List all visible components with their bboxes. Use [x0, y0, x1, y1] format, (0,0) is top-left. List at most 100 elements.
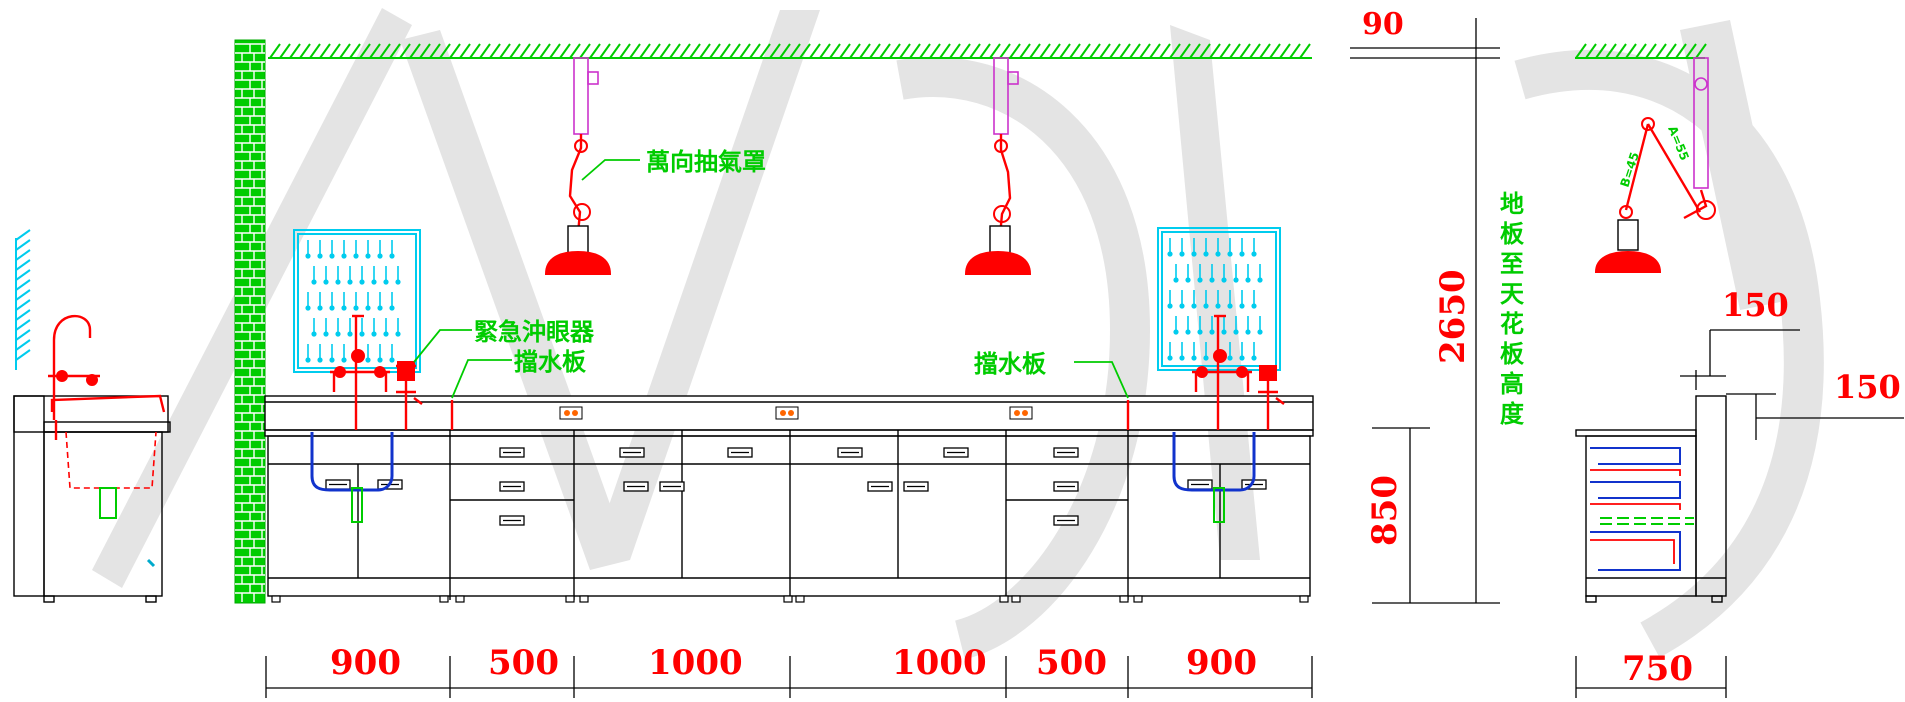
wall-hatch-mark — [15, 289, 31, 301]
ceiling-hatch-mark — [949, 43, 961, 59]
rack-peg-tip — [1221, 277, 1227, 283]
rack-peg-tip — [335, 331, 341, 337]
eye-wash-label: 緊急沖眼器 — [474, 318, 595, 346]
ceiling-hatch-mark — [609, 43, 621, 59]
rack-peg-tip — [1185, 329, 1191, 335]
cabinet-foot — [795, 595, 805, 603]
ceiling-hatch-mark — [389, 43, 401, 59]
ceiling-hatch-mark — [559, 43, 571, 59]
dim-150-top: 150 — [1722, 286, 1789, 324]
ceiling-hatch-mark — [1665, 43, 1677, 59]
ceiling-hatch-mark — [1169, 43, 1181, 59]
ceiling-hatch-mark — [999, 43, 1011, 59]
cabinet-foot — [455, 595, 465, 603]
ceiling-hatch-mark — [789, 43, 801, 59]
ceiling-hatch-mark — [649, 43, 661, 59]
ceiling-hatch-mark — [1139, 43, 1151, 59]
ceiling-hatch-mark — [1695, 43, 1707, 59]
rack-peg-tip — [347, 331, 353, 337]
rack-peg-tip — [359, 331, 365, 337]
ceiling-hatch-mark — [409, 43, 421, 59]
rack-peg-tip — [1245, 277, 1251, 283]
ceiling-hatch-mark — [629, 43, 641, 59]
rack-peg-tip — [1257, 329, 1263, 335]
ceiling-hatch-mark — [269, 43, 281, 59]
wall-hatch-mark — [15, 269, 31, 281]
rack-peg-tip — [365, 305, 371, 311]
ceiling-hatch-mark — [1069, 43, 1081, 59]
ceiling-hatch-mark — [1249, 43, 1261, 59]
ceiling-hatch-mark — [519, 43, 531, 59]
rack-peg-tip — [1227, 251, 1233, 257]
ceiling-hatch-mark — [1635, 43, 1647, 59]
ceiling-hatch-mark — [959, 43, 971, 59]
cabinet-foot — [1011, 595, 1021, 603]
ceiling-hatch-mark — [1219, 43, 1231, 59]
ceiling-hatch-mark — [469, 43, 481, 59]
dim-90: 90 — [1362, 7, 1404, 42]
ceiling-hatch-mark — [369, 43, 381, 59]
rack-peg-tip — [305, 357, 311, 363]
rack-peg-tip — [335, 279, 341, 285]
ceiling-hatch-mark — [589, 43, 601, 59]
ceiling-hatch-mark — [929, 43, 941, 59]
arm-b-label: B=45 — [1618, 150, 1642, 188]
cabinet-foot — [1299, 595, 1309, 603]
ceiling-hatch-mark — [1179, 43, 1191, 59]
rack-peg-tip — [383, 331, 389, 337]
ceiling-hatch-mark — [759, 43, 771, 59]
ceiling-hatch-mark — [969, 43, 981, 59]
ceiling-hatch-mark — [1129, 43, 1141, 59]
rack-peg-tip — [341, 253, 347, 259]
dim-500-left: 500 — [488, 643, 559, 683]
rack-peg-tip — [365, 357, 371, 363]
ceiling-hatch-mark — [769, 43, 781, 59]
ceiling-hatch-mark — [1199, 43, 1211, 59]
rack-peg-tip — [389, 305, 395, 311]
rack-peg-tip — [1257, 277, 1263, 283]
rack-peg-tip — [317, 357, 323, 363]
floor-to-ceiling-char: 花 — [1500, 310, 1524, 338]
ceiling-hatch-mark — [1059, 43, 1071, 59]
ceiling-hatch-mark — [1099, 43, 1111, 59]
floor-to-ceiling-char: 度 — [1500, 400, 1525, 428]
rack-peg-tip — [383, 279, 389, 285]
ceiling-hatch-mark — [349, 43, 361, 59]
ceiling-hatch-mark — [889, 43, 901, 59]
wall-hatch-mark — [15, 339, 31, 351]
ceiling-hatch-mark — [439, 43, 451, 59]
rack-peg-tip — [389, 253, 395, 259]
ceiling-hatch-mark — [899, 43, 911, 59]
ceiling-hatch-mark — [359, 43, 371, 59]
ceiling-hatch-mark — [1009, 43, 1021, 59]
ceiling-hatch-mark — [299, 43, 311, 59]
rack-peg-tip — [1191, 355, 1197, 361]
rack-peg-tip — [1179, 251, 1185, 257]
ceiling-hatch-mark — [489, 43, 501, 59]
ceiling-hatch-mark — [319, 43, 331, 59]
ceiling-hatch-mark — [1049, 43, 1061, 59]
ceiling-hatch-mark — [289, 43, 301, 59]
rack-peg-tip — [1197, 329, 1203, 335]
ceiling-hatch-mark — [739, 43, 751, 59]
ceiling-hatch-mark — [1039, 43, 1051, 59]
ceiling-hatch-mark — [329, 43, 341, 59]
main-bench — [264, 395, 1314, 603]
rack-peg-tip — [377, 253, 383, 259]
floor-to-ceiling-char: 至 — [1500, 250, 1524, 278]
faucet-right — [1192, 314, 1252, 430]
cabinet-foot — [1133, 595, 1143, 603]
dim-1000-right: 1000 — [892, 643, 987, 683]
ceiling-hatch-mark — [509, 43, 521, 59]
ceiling-hatch-mark — [1019, 43, 1031, 59]
rack-peg-tip — [1179, 303, 1185, 309]
wall-hatch-mark — [15, 319, 31, 331]
ceiling-hatch-mark — [939, 43, 951, 59]
rack-peg-tip — [1245, 329, 1251, 335]
rack-peg-tip — [1173, 329, 1179, 335]
rack-peg-tip — [1191, 303, 1197, 309]
ceiling-hatch-mark — [829, 43, 841, 59]
dim-500-right: 500 — [1036, 643, 1107, 683]
ceiling-hatch-mark — [1159, 43, 1171, 59]
bottom-dimensions — [265, 656, 1727, 698]
